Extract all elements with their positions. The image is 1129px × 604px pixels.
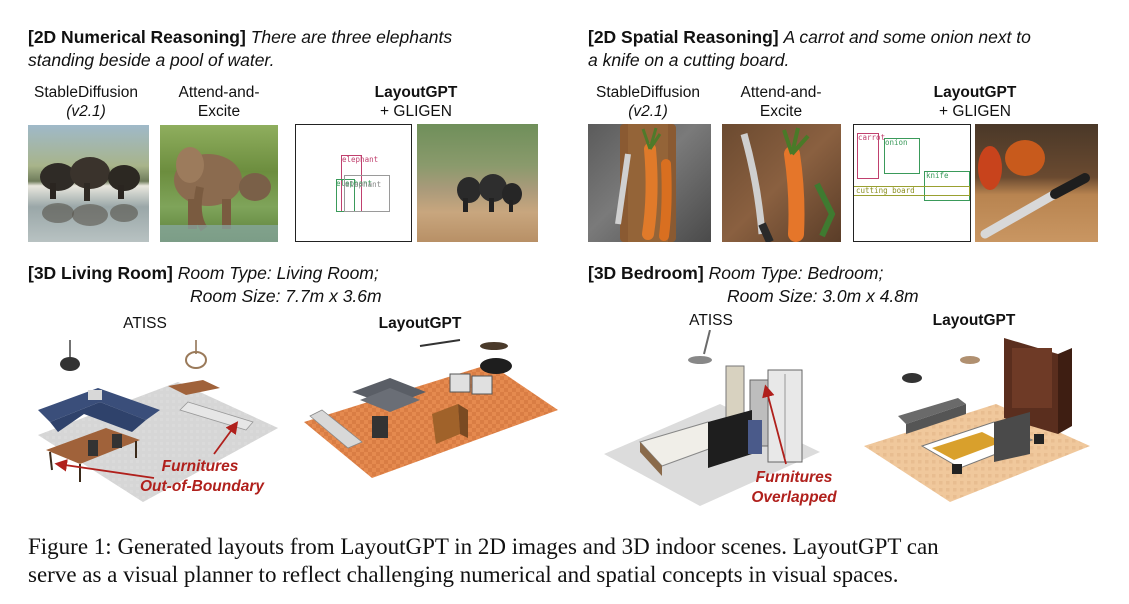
bedroom-anno-line2: Overlapped xyxy=(751,489,837,506)
layoutgpt-name-2: LayoutGPT xyxy=(933,84,1017,101)
carrot-box-label: carrot xyxy=(858,133,886,142)
living-layoutgpt-label: LayoutGPT xyxy=(378,315,462,332)
gligen-name: + GLIGEN xyxy=(380,103,452,120)
sd-version: (v2.1) xyxy=(66,103,106,120)
numerical-prompt-line2-wrap: standing beside a pool of water. xyxy=(28,49,274,71)
onion-box-label: onion xyxy=(885,138,908,147)
gligen-elephant-image xyxy=(417,124,538,242)
living-line2-wrap: Room Size: 7.7m x 3.6m xyxy=(190,285,382,307)
spatial-panel-title: [2D Spatial Reasoning] A carrot and some… xyxy=(588,26,1031,48)
gligen-kitchen-image xyxy=(975,124,1098,242)
bedroom-arrow xyxy=(762,384,787,465)
numerical-sd-label: StableDiffusion (v2.1) xyxy=(24,83,148,121)
living-anno-line2: Out-of-Boundary xyxy=(140,478,264,495)
bedroom-panel-title: [3D Bedroom] Room Type: Bedroom; xyxy=(588,262,883,284)
spatial-prompt-line2-wrap: a knife on a cutting board. xyxy=(588,49,789,71)
carrot-box xyxy=(857,133,879,179)
layoutgpt-living-scene xyxy=(304,339,558,478)
onion-box xyxy=(884,138,920,174)
figure-caption-line2: serve as a visual planner to reflect cha… xyxy=(28,562,899,587)
kitchen-layout-canvas: carrot onion knife cutting board xyxy=(853,124,971,242)
sd-carrot-art xyxy=(615,124,676,242)
elephant-box-1-label: elephant xyxy=(342,155,379,164)
spatial-ae-label: Attend-and- Excite xyxy=(722,83,840,121)
arrow-to-overlap xyxy=(762,384,787,465)
layoutgpt-name: LayoutGPT xyxy=(374,84,458,101)
living-annotation: Furnitures Out-of-Boundary xyxy=(140,457,264,497)
spatial-layoutgpt-label: LayoutGPT + GLIGEN xyxy=(852,83,1098,121)
living-anno-line1: Furnitures xyxy=(161,458,239,475)
bedroom-line2-wrap: Room Size: 3.0m x 4.8m xyxy=(727,285,919,307)
bedroom-layoutgpt-label: LayoutGPT xyxy=(932,312,1016,329)
numerical-tag: [2D Numerical Reasoning] xyxy=(28,27,246,47)
bedroom-line1: Room Type: Bedroom; xyxy=(708,263,884,283)
ae-elephant-art xyxy=(160,147,278,242)
spatial-prompt-line2: a knife on a cutting board. xyxy=(588,50,790,70)
spatial-prompt-line1: A carrot and some onion next to xyxy=(783,27,1031,47)
spatial-sd-label: StableDiffusion (v2.1) xyxy=(586,83,710,121)
numerical-layoutgpt-label: LayoutGPT + GLIGEN xyxy=(294,83,538,121)
elephant-box-2-label: elephant xyxy=(336,179,373,188)
bedroom-tag: [3D Bedroom] xyxy=(588,263,704,283)
elephant-box-3 xyxy=(344,175,390,212)
numerical-prompt-line2: standing beside a pool of water. xyxy=(28,50,275,70)
gligen-kitchen-art xyxy=(978,140,1090,239)
figure-caption-line1: Figure 1: Generated layouts from LayoutG… xyxy=(28,534,939,559)
numerical-prompt-line1: There are three elephants xyxy=(250,27,453,47)
arrow-to-table xyxy=(54,459,155,479)
atiss-living-scene xyxy=(38,340,278,502)
sd-elephant-art xyxy=(40,157,140,226)
spatial-tag: [2D Spatial Reasoning] xyxy=(588,27,779,47)
arrow-to-stand xyxy=(213,421,239,455)
living-line1: Room Type: Living Room; xyxy=(177,263,379,283)
ae-elephant-image xyxy=(160,125,278,242)
cutting-board-box-label: cutting board xyxy=(856,186,915,195)
elephant-box-3-label: elephant xyxy=(345,180,382,189)
living-panel-title: [3D Living Room] Room Type: Living Room; xyxy=(28,262,379,284)
ae-line1-2: Attend-and- xyxy=(740,84,822,101)
bedroom-annotation: Furnitures Overlapped xyxy=(734,468,854,508)
living-arrows xyxy=(54,421,239,479)
living-tag: [3D Living Room] xyxy=(28,263,173,283)
numerical-ae-label: Attend-and- Excite xyxy=(160,83,278,121)
bedroom-atiss-label: ATISS xyxy=(689,312,733,329)
knife-box-label: knife xyxy=(926,171,949,180)
ae-line1: Attend-and- xyxy=(178,84,260,101)
gligen-name-2: + GLIGEN xyxy=(939,103,1011,120)
layoutgpt-bedroom-scene xyxy=(864,338,1090,502)
sd-carrot-image xyxy=(588,124,711,242)
numerical-panel-title: [2D Numerical Reasoning] There are three… xyxy=(28,26,452,48)
bedroom-anno-line1: Furnitures xyxy=(755,469,833,486)
ae-carrot-image xyxy=(722,124,841,242)
living-atiss-label: ATISS xyxy=(123,315,167,332)
sd-name-2: StableDiffusion xyxy=(596,84,700,101)
gligen-elephant-art xyxy=(457,174,522,212)
cutting-board-box xyxy=(854,186,970,196)
bedroom-line2: Room Size: 3.0m x 4.8m xyxy=(727,286,919,306)
living-line2: Room Size: 7.7m x 3.6m xyxy=(190,286,382,306)
ae-carrot-art xyxy=(740,127,836,242)
ae-line2: Excite xyxy=(197,103,241,120)
elephant-layout-canvas: elephant elephant elephant xyxy=(295,124,412,242)
ae-line2-2: Excite xyxy=(759,103,803,120)
sd-elephant-image xyxy=(28,125,149,242)
sd-name: StableDiffusion xyxy=(34,84,138,101)
sd-version-2: (v2.1) xyxy=(628,103,668,120)
